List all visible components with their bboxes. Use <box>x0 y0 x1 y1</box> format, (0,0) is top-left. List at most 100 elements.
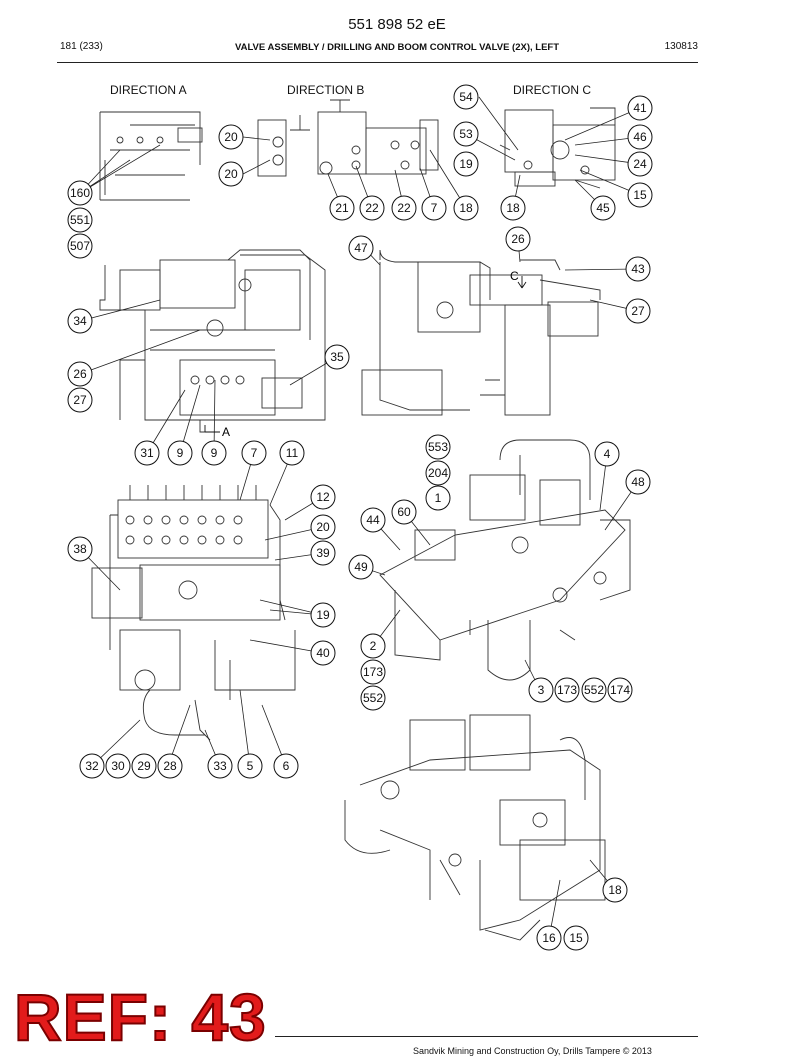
callout-47: 47 <box>348 235 374 261</box>
callout-number: 552 <box>363 691 383 705</box>
callout-551: 551 <box>67 207 93 233</box>
callout-circle <box>627 95 653 121</box>
callout-2: 2 <box>360 633 386 659</box>
callout-circle <box>421 195 447 221</box>
callout-45: 45 <box>590 195 616 221</box>
callout-number: 47 <box>354 241 368 255</box>
callout-number: 174 <box>610 683 630 697</box>
callout-27: 27 <box>67 387 93 413</box>
callout-number: 11 <box>286 446 299 460</box>
callout-circle <box>310 540 336 566</box>
callout-circle <box>360 507 386 533</box>
view-marker-c: C <box>510 269 519 283</box>
callout-number: 27 <box>631 304 645 318</box>
leader-lines <box>79 96 641 939</box>
footer-rule <box>275 1036 698 1037</box>
callout-number: 53 <box>459 127 473 141</box>
callout-20: 20 <box>218 161 244 187</box>
callout-16: 16 <box>536 925 562 951</box>
callout-circle <box>67 361 93 387</box>
callout-circle <box>625 256 651 282</box>
callout-circle <box>627 182 653 208</box>
callout-number: 22 <box>397 201 411 215</box>
callout-41: 41 <box>627 95 653 121</box>
direction-b-view <box>257 99 439 177</box>
callout-15: 15 <box>563 925 589 951</box>
callout-number: 173 <box>363 665 383 679</box>
callout-number: 204 <box>428 466 448 480</box>
ref-stamp: REF: 43 <box>13 980 267 1054</box>
callout-circle <box>505 226 531 252</box>
callout-circle <box>310 484 336 510</box>
direction-a-view <box>99 111 203 201</box>
callout-number: 18 <box>506 201 520 215</box>
callout-number: 9 <box>177 446 184 460</box>
callout-number: 6 <box>283 759 290 773</box>
callout-circle <box>67 387 93 413</box>
callout-circle <box>391 499 417 525</box>
callout-number: 24 <box>633 157 647 171</box>
callout-circle <box>329 195 355 221</box>
callout-22: 22 <box>359 195 385 221</box>
callout-circle <box>218 161 244 187</box>
callout-number: 29 <box>137 759 151 773</box>
callout-circle <box>310 514 336 540</box>
callout-circle <box>563 925 589 951</box>
callout-number: 15 <box>633 188 647 202</box>
callout-circle <box>360 685 386 711</box>
callout-circle <box>625 298 651 324</box>
callout-circle <box>348 235 374 261</box>
callout-6: 6 <box>273 753 299 779</box>
callout-26: 26 <box>505 226 531 252</box>
callout-circle <box>360 659 386 685</box>
callout-number: 60 <box>397 505 411 519</box>
direction-c-view <box>499 107 616 189</box>
direction-a-label: DIRECTION A <box>110 83 187 97</box>
callout-number: 44 <box>366 513 380 527</box>
callout-number: 507 <box>70 239 90 253</box>
callout-circle <box>167 440 193 466</box>
callout-circle <box>581 677 607 703</box>
callout-46: 46 <box>627 124 653 150</box>
callout-circle <box>310 640 336 666</box>
callout-7: 7 <box>421 195 447 221</box>
callout-number: 9 <box>211 446 218 460</box>
lower-isometric-view <box>344 714 606 941</box>
callout-circle <box>310 602 336 628</box>
callout-number: 18 <box>608 883 622 897</box>
callout-number: 41 <box>633 101 647 115</box>
callout-number: 19 <box>316 608 330 622</box>
callout-number: 3 <box>538 683 545 697</box>
callout-49: 49 <box>348 554 374 580</box>
callout-28: 28 <box>157 753 183 779</box>
callout-circle <box>602 877 628 903</box>
callout-44: 44 <box>360 507 386 533</box>
callout-number: 32 <box>85 759 99 773</box>
callout-18: 18 <box>602 877 628 903</box>
callout-circle <box>453 151 479 177</box>
callout-553: 553 <box>425 434 451 460</box>
valve-block-view <box>91 485 296 741</box>
callout-circle <box>67 536 93 562</box>
callout-1: 1 <box>425 485 451 511</box>
callout-circle <box>324 344 350 370</box>
footer-copyright: Sandvik Mining and Construction Oy, Dril… <box>413 1046 652 1056</box>
callout-circle <box>360 633 386 659</box>
callout-number: 15 <box>569 931 583 945</box>
callout-circle <box>425 460 451 486</box>
revision-date: 130813 <box>664 41 698 52</box>
callout-number: 39 <box>316 546 330 560</box>
callout-number: 26 <box>73 367 87 381</box>
callout-53: 53 <box>453 121 479 147</box>
callout-circle <box>453 121 479 147</box>
callout-173: 173 <box>554 677 580 703</box>
callout-number: 20 <box>224 130 238 144</box>
callout-circle <box>348 554 374 580</box>
callout-number: 54 <box>459 90 473 104</box>
callout-circle <box>528 677 554 703</box>
callout-9: 9 <box>167 440 193 466</box>
callout-number: 5 <box>247 759 254 773</box>
callout-number: 30 <box>111 759 125 773</box>
callout-circle <box>627 124 653 150</box>
